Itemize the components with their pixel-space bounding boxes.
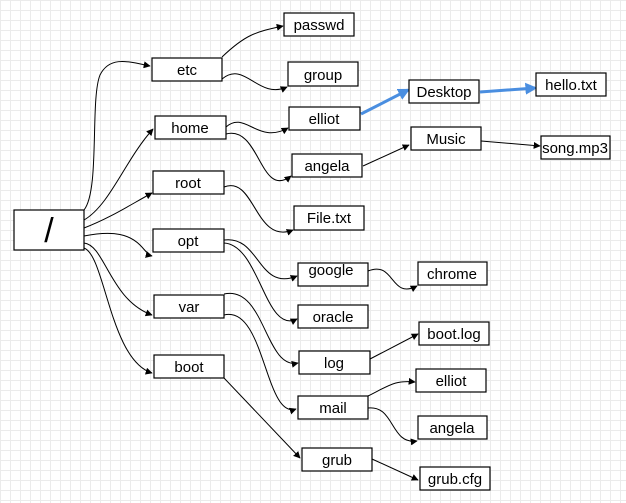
edge-root-etc <box>83 61 151 211</box>
edge-rootdir-file <box>223 185 294 236</box>
node-root-dir: root <box>152 170 225 195</box>
edge-root-var <box>83 242 153 317</box>
node-label: angela <box>304 158 350 175</box>
node-label: File.txt <box>307 210 352 227</box>
node-grub-cfg: grub.cfg <box>419 466 491 491</box>
node-label: root <box>175 175 202 192</box>
edge-root-boot <box>83 247 153 375</box>
node-label: var <box>179 299 200 316</box>
edge-etc-passwd <box>221 23 284 58</box>
node-passwd: passwd <box>283 12 355 37</box>
edge-home-elliot <box>225 121 289 135</box>
edge-grub-grubcfg <box>371 458 419 481</box>
node-file-txt: File.txt <box>293 205 365 231</box>
node-label: song.mp3 <box>542 140 608 157</box>
edges <box>83 23 541 481</box>
edge-opt-oracle <box>223 242 298 325</box>
node-label: group <box>304 67 342 84</box>
node-mail-angela: angela <box>417 415 488 440</box>
node-label: opt <box>178 233 200 250</box>
edge-opt-google <box>223 239 298 282</box>
edge-root-rootdir <box>83 192 153 229</box>
node-group: group <box>287 61 359 87</box>
node-music: Music <box>410 126 482 151</box>
edge-etc-group <box>221 73 288 93</box>
edge-google-chrome <box>367 268 418 293</box>
node-label: log <box>324 355 344 372</box>
node-label: angela <box>429 420 475 437</box>
node-elliot: elliot <box>288 106 361 131</box>
node-label: elliot <box>436 373 468 390</box>
node-log: log <box>298 350 371 375</box>
node-label: Music <box>426 131 466 148</box>
node-boot-log: boot.log <box>418 321 490 346</box>
node-label: oracle <box>313 309 354 326</box>
node-mail-elliot: elliot <box>415 368 487 393</box>
node-chrome: chrome <box>417 261 488 286</box>
node-etc: etc <box>151 57 223 82</box>
edge-angela-music <box>362 144 410 167</box>
edge-mail-elliot <box>367 377 416 397</box>
node-label: grub <box>322 452 352 469</box>
edge-root-opt <box>83 232 153 258</box>
node-label: chrome <box>427 266 477 283</box>
node-angela: angela <box>291 153 363 178</box>
edge-home-angela <box>225 132 292 183</box>
node-label: Desktop <box>416 84 471 101</box>
node-var: var <box>153 294 225 319</box>
node-label: etc <box>177 62 198 79</box>
node-label: grub.cfg <box>428 471 482 488</box>
node-label: passwd <box>294 17 345 34</box>
node-label: home <box>171 120 209 137</box>
node-label: mail <box>319 400 347 417</box>
edge-boot-grub <box>223 377 301 459</box>
node-label: hello.txt <box>545 77 598 94</box>
node-home: home <box>154 115 227 140</box>
node-label: elliot <box>309 111 341 128</box>
edge-var-mail <box>223 314 297 415</box>
edge-root-home <box>83 128 154 221</box>
node-oracle: oracle <box>297 304 369 329</box>
node-label: boot.log <box>427 326 480 343</box>
node-desktop: Desktop <box>408 79 480 104</box>
node-boot: boot <box>153 354 225 379</box>
node-label: google <box>308 262 353 279</box>
node-opt: opt <box>152 228 225 253</box>
edge-desktop-hello <box>479 82 538 95</box>
node-label: boot <box>174 359 204 376</box>
node-mail: mail <box>297 395 369 420</box>
node-root: / <box>13 209 85 251</box>
edge-var-log <box>223 293 299 368</box>
node-google: google <box>297 262 369 287</box>
edge-elliot-desktop <box>360 88 411 116</box>
node-song-mp3: song.mp3 <box>540 135 611 160</box>
edge-music-song <box>480 140 541 149</box>
node-hello-txt: hello.txt <box>535 72 607 97</box>
node-label: / <box>44 212 54 250</box>
edge-log-bootlog <box>369 333 419 360</box>
edge-mail-angela <box>367 407 418 446</box>
node-grub: grub <box>301 447 373 472</box>
